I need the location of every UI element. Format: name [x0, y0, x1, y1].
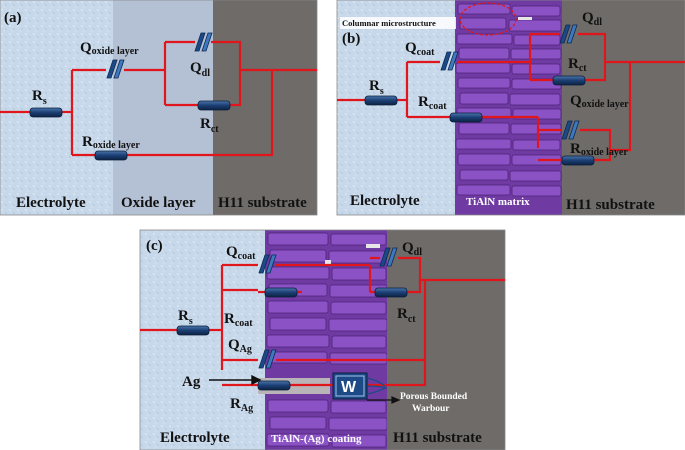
panel-b-columnar-callout-ellipse	[459, 2, 517, 36]
panel-b-region-substrate: H11 substrate	[566, 197, 655, 213]
panel-a-region-electrolyte: Electrolyte	[16, 195, 86, 211]
panel-c-warburg-element: W	[332, 372, 388, 400]
panel-b-coating-region	[455, 0, 565, 215]
panel-b-rct-resistor	[552, 75, 586, 86]
panel-a-q-oxide-label: Qoxide layer	[80, 40, 139, 57]
panel-c-rcoat-label: Rcoat	[224, 311, 253, 329]
panel-c-warbour-arrow	[367, 396, 401, 404]
panel-b-region-coating: TiAlN matrix	[466, 196, 530, 208]
panel-c-rct-label: Rct	[397, 306, 416, 325]
panel-b-r-oxide-label: Roxide layer	[570, 141, 628, 158]
panel-b-qdl-label: Qdl	[582, 10, 602, 28]
panel-c-warburg-symbol: W	[341, 379, 357, 396]
panel-a-qdl-label: Qdl	[190, 60, 210, 79]
panel-c-rs-resistor	[176, 325, 210, 336]
panel-c: W (c) Rs Qcoat Rcoat Qdl Rct QAg Ag RAg …	[139, 229, 506, 450]
panel-b-tag: (b)	[342, 31, 360, 47]
panel-a-region-oxide: Oxide layer	[121, 195, 196, 211]
panel-a-r-oxide-label: Roxide layer	[82, 134, 140, 151]
panel-a-region-substrate: H11 substrate	[218, 195, 307, 211]
panel-b-rct-label: Rct	[568, 56, 587, 74]
panel-c-ag-arrow	[209, 374, 262, 386]
panel-b-rcoat-resistor	[449, 112, 483, 123]
panel-b-wires	[337, 32, 685, 162]
panel-b-rs-resistor	[364, 95, 398, 106]
panel-b-region-electrolyte: Electrolyte	[350, 193, 420, 209]
panel-c-region-coating: TiAlN-(Ag) coating	[271, 433, 362, 445]
panel-c-wires	[140, 256, 505, 387]
panel-b-q-oxide-label: Qoxide layer	[570, 93, 629, 110]
panel-b-rs-label: Rs	[369, 78, 384, 97]
panel-b-substrate-region	[562, 0, 685, 215]
panel-a-electrolyte-region	[0, 0, 113, 215]
panel-a-oxide-region	[113, 0, 213, 215]
panel-c-rag-label: RAg	[230, 396, 253, 414]
panel-c-rct-resistor	[374, 287, 408, 298]
panel-c-tag: (c)	[146, 238, 163, 254]
panel-b-qcoat-label: Qcoat	[405, 40, 435, 58]
panel-c-qcoat-label: Qcoat	[226, 244, 256, 262]
panel-c-warbour-label-line1: Porous Bounded	[400, 392, 468, 402]
panel-b-rcoat-label: Rcoat	[418, 94, 447, 112]
panel-b-electrolyte-region	[337, 0, 460, 215]
panel-b-callout-box	[340, 17, 456, 29]
panel-c-coating-region	[258, 230, 390, 450]
panel-b-callout-text: Columnar microstructure	[342, 18, 436, 28]
panel-c-substrate-region	[387, 230, 505, 450]
panel-c-rcoat-resistor	[264, 287, 298, 298]
panel-c-qdl-label: Qdl	[402, 240, 422, 258]
panel-a: (a) Rs Qoxide layer Qdl Rct Roxide layer…	[0, 0, 318, 216]
panel-a-rs-label: Rs	[32, 88, 47, 107]
panel-c-ag-label: Ag	[182, 374, 201, 390]
panel-c-region-electrolyte: Electrolyte	[160, 430, 230, 446]
panel-c-region-substrate: H11 substrate	[393, 430, 482, 446]
panel-a-r-oxide-resistor	[94, 150, 128, 161]
panel-c-qag-label: QAg	[228, 337, 252, 355]
panel-b: Columnar microstructure	[336, 0, 685, 216]
panel-a-tag: (a)	[4, 10, 22, 26]
panel-a-wires	[0, 40, 317, 157]
panel-c-electrolyte-region	[140, 230, 270, 450]
panel-c-warbour-label-line2: Warbour	[412, 404, 450, 414]
panel-c-rag-resistor	[257, 380, 291, 391]
panel-a-rct-label: Rct	[200, 116, 219, 135]
panel-c-rs-label: Rs	[178, 308, 193, 327]
panel-a-rct-resistor	[197, 100, 231, 111]
panel-a-rs-resistor	[29, 107, 63, 118]
